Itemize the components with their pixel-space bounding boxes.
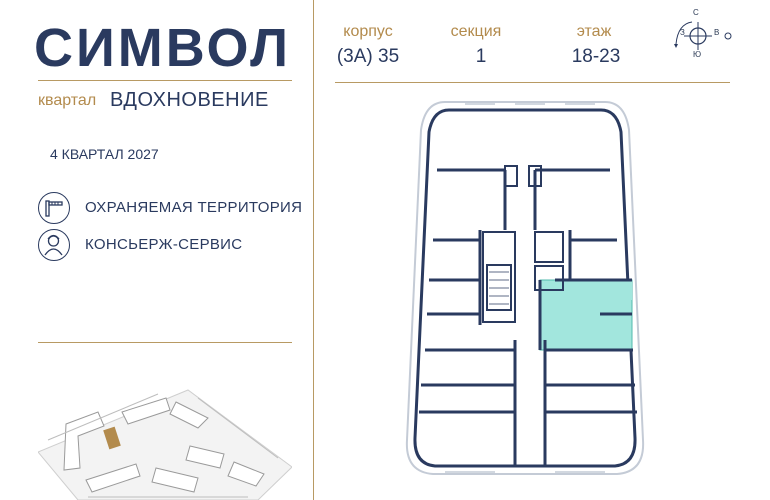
feature-concierge: КОНСЬЕРЖ-СЕРВИС bbox=[85, 236, 243, 253]
delivery-date: 4 КВАРТАЛ 2027 bbox=[50, 146, 159, 162]
header-divider bbox=[335, 82, 730, 83]
barrier-icon bbox=[38, 192, 70, 224]
floor-label: этаж bbox=[576, 23, 612, 40]
building-label: корпус bbox=[343, 23, 393, 40]
quarter-label: квартал bbox=[38, 92, 97, 109]
divider bbox=[38, 342, 292, 343]
floor-plan bbox=[405, 101, 645, 475]
floor-value: 18-23 bbox=[571, 46, 621, 67]
feature-security: ОХРАНЯЕМАЯ ТЕРРИТОРИЯ bbox=[85, 199, 303, 216]
section-label: секция bbox=[450, 23, 502, 40]
section-value: 1 bbox=[475, 46, 487, 67]
site-map bbox=[38, 389, 292, 500]
building-value: (3А) 35 bbox=[336, 46, 400, 67]
compass-icon: С Ю З В bbox=[668, 8, 738, 62]
quarter-name: ВДОХНОВЕНИЕ bbox=[110, 89, 269, 111]
divider bbox=[38, 80, 292, 81]
brand-logo: СИМВОЛ bbox=[34, 18, 291, 78]
current-building-marker bbox=[103, 426, 121, 450]
column-divider bbox=[313, 0, 314, 500]
concierge-icon bbox=[38, 229, 70, 261]
